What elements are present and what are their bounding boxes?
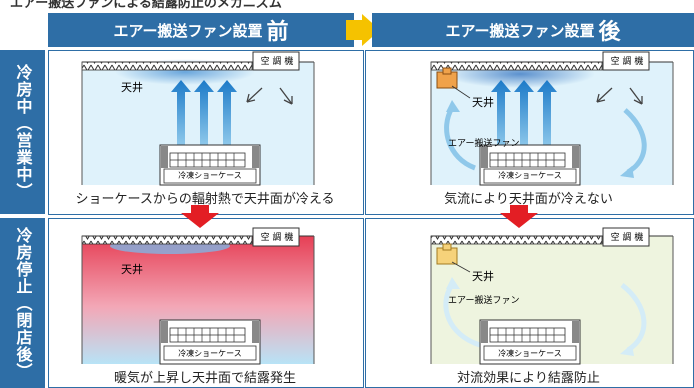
fan-label: エアー搬送ファン — [448, 296, 520, 306]
down-arrow-after-icon — [500, 205, 538, 228]
aircon-label: 空 調 機 — [610, 233, 644, 243]
caption-stopped-after: 対流効果により結露防止 — [457, 371, 600, 386]
showcase-label: 冷凍ショーケース — [498, 349, 562, 358]
showcase-label: 冷凍ショーケース — [178, 171, 242, 180]
header-after-label: エアー搬送ファン設置 — [445, 21, 595, 40]
aircon-box — [252, 227, 300, 247]
fan-icon — [436, 243, 471, 273]
header-after-suffix: 後 — [598, 20, 621, 45]
ceiling-label: 天井 — [472, 96, 494, 109]
down-arrow-before-icon — [181, 205, 219, 228]
ceiling-label: 天井 — [121, 81, 143, 94]
showcase — [479, 144, 581, 186]
scene-cooling-after — [430, 51, 674, 186]
circulation-arrow — [623, 108, 647, 175]
showcase-label: 冷凍ショーケース — [178, 349, 242, 358]
aircon-box — [252, 51, 300, 71]
ceiling-rail — [430, 235, 603, 245]
row-header-cooling: 冷房中（営業中） — [0, 50, 45, 214]
transition-arrow-icon — [346, 14, 380, 50]
up-arrow — [171, 80, 237, 155]
ceiling-rail — [430, 61, 603, 71]
scene-stopped-before — [81, 227, 315, 365]
circulation-arrow — [444, 106, 476, 171]
caption-cooling-after: 気流により天井面が冷えない — [444, 192, 613, 207]
ceiling-label: 天井 — [472, 270, 494, 283]
top-strip: エアー搬送ファンによる結露防止のメカニズム — [0, 0, 694, 11]
showcase — [159, 144, 261, 186]
circulation-arrow — [443, 283, 481, 348]
ceiling-label: 天井 — [121, 263, 143, 276]
header-after: エアー搬送ファン設置 後 — [372, 13, 694, 47]
aircon-outflow-arrow — [596, 87, 643, 105]
ceiling-rail — [81, 235, 253, 245]
scene-stopped-after — [430, 227, 674, 365]
fan-icon — [436, 67, 471, 99]
header-before: エアー搬送ファン設置 前 — [48, 13, 354, 47]
aircon-label: 空 調 機 — [260, 233, 294, 243]
aircon-box — [602, 51, 650, 71]
aircon-label: 空 調 機 — [610, 57, 644, 67]
fan-label: エアー搬送ファン — [448, 139, 520, 149]
scene-cooling-before — [81, 51, 315, 186]
circulation-arrow — [620, 283, 647, 353]
aircon-outflow-arrow — [246, 87, 293, 105]
top-strip-text: エアー搬送ファンによる結露防止のメカニズム — [10, 0, 282, 11]
aircon-label: 空 調 機 — [260, 57, 294, 67]
aircon-box — [602, 227, 650, 247]
showcase — [159, 319, 261, 365]
caption-cooling-before: ショーケースからの輻射熱で天井面が冷える — [75, 192, 335, 207]
header-before-label: エアー搬送ファン設置 — [113, 21, 263, 40]
caption-stopped-before: 暖気が上昇し天井面で結露発生 — [113, 371, 296, 386]
row-header-stopped: 冷房停止（閉店後） — [0, 218, 45, 388]
header-before-suffix: 前 — [266, 20, 289, 45]
ceiling-rail — [81, 61, 253, 71]
showcase-label: 冷凍ショーケース — [498, 171, 562, 180]
showcase — [479, 319, 581, 365]
up-arrow — [491, 80, 557, 158]
